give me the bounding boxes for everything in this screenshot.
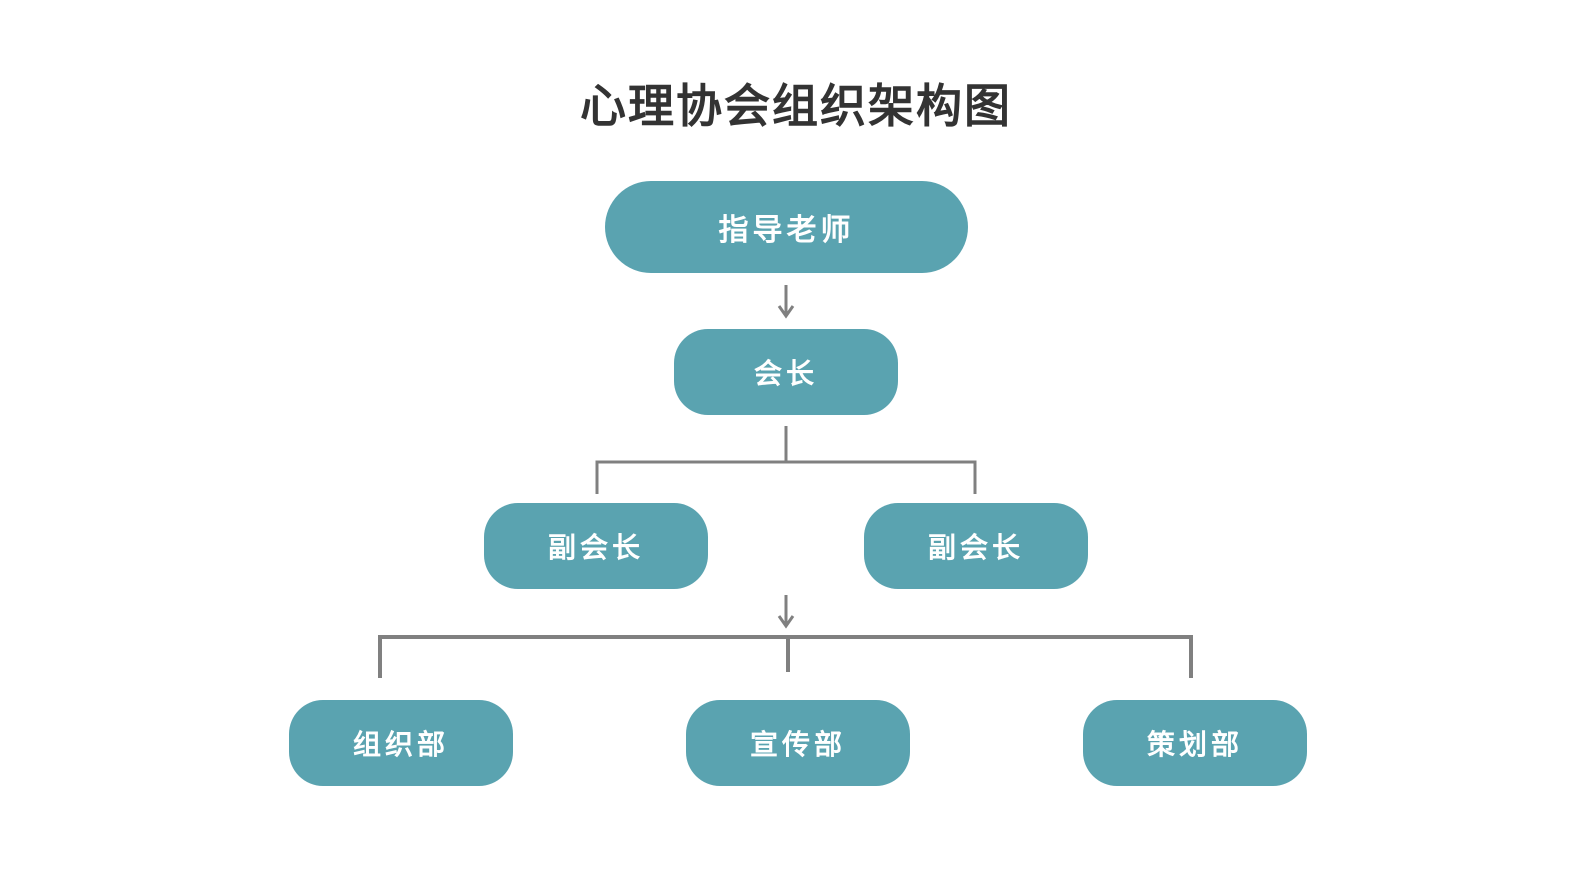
node-vice-president-1: 副会长 — [484, 503, 708, 589]
arrow-advisor-to-president — [777, 285, 795, 319]
chart-title: 心理协会组织架构图 — [580, 79, 1012, 133]
connector-to-departments — [378, 635, 1193, 678]
node-advisor: 指导老师 — [605, 181, 968, 273]
node-president: 会长 — [674, 329, 898, 415]
connector-president-to-vices — [595, 426, 977, 494]
arrow-vices-to-departments — [777, 595, 795, 629]
node-department-publicity: 宣传部 — [686, 700, 910, 786]
node-vice-president-2: 副会长 — [864, 503, 1088, 589]
node-department-planning: 策划部 — [1083, 700, 1307, 786]
node-department-organization: 组织部 — [289, 700, 513, 786]
